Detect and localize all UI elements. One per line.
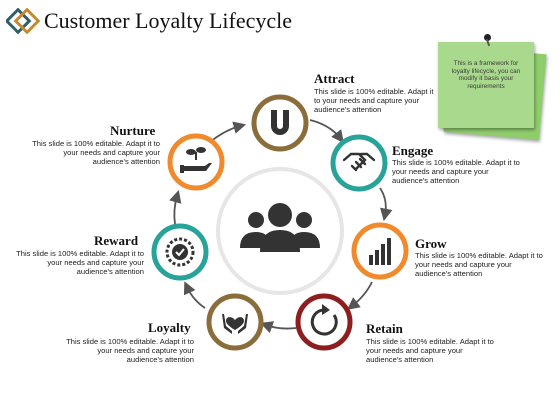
arrow-grow-retain <box>347 281 373 310</box>
stage-node-attract <box>251 94 309 152</box>
stage-node-grow <box>351 222 409 280</box>
stage-label-grow: Grow <box>415 236 447 251</box>
stage-node-nurture <box>167 133 225 191</box>
sticky-note <box>438 42 534 128</box>
pushpin-icon <box>484 34 491 41</box>
handshake-icon <box>342 152 376 172</box>
refresh-icon <box>310 308 338 336</box>
stage-node-engage <box>330 134 388 192</box>
arrow-retain-loyalty <box>260 321 297 334</box>
stage-desc-reward: This slide is 100% editable. Adapt it to… <box>16 249 144 277</box>
badge-check-icon <box>165 237 195 267</box>
stage-desc-retain: This slide is 100% editable. Adapt it to… <box>366 337 494 365</box>
stage-label-retain: Retain <box>366 321 403 336</box>
inner-ring <box>216 167 344 295</box>
u-magnet-icon <box>271 110 289 135</box>
stage-node-reward <box>151 223 209 281</box>
stage-node-retain <box>295 293 353 351</box>
bar-chart-icon <box>369 238 391 265</box>
stage-desc-grow: This slide is 100% editable. Adapt it to… <box>415 251 543 279</box>
arrow-engage-grow <box>379 187 393 222</box>
customers-group-icon <box>240 203 320 252</box>
stage-desc-loyalty: This slide is 100% editable. Adapt it to… <box>66 337 194 365</box>
logo-diamonds-icon <box>6 8 40 35</box>
arrow-reward-nurture <box>169 189 182 225</box>
page-title: Customer Loyalty Lifecycle <box>44 8 293 33</box>
arrow-attract-engage <box>309 119 344 143</box>
hands-heart-icon <box>222 314 248 334</box>
arrow-nurture-attract <box>209 121 247 143</box>
stage-label-attract: Attract <box>314 71 355 86</box>
stage-desc-attract: This slide is 100% editable. Adapt it to… <box>314 87 434 115</box>
sticky-note-text: This is a framework for loyalty lifecycl… <box>451 60 521 90</box>
stage-label-nurture: Nurture <box>110 123 156 138</box>
stage-desc-nurture: This slide is 100% editable. Adapt it to… <box>32 139 160 167</box>
stage-node-loyalty <box>206 293 264 351</box>
stage-label-loyalty: Loyalty <box>148 320 191 335</box>
stage-desc-engage: This slide is 100% editable. Adapt it to… <box>392 158 520 186</box>
stage-label-engage: Engage <box>392 143 434 158</box>
hand-plant-icon <box>180 147 212 173</box>
arrow-loyalty-reward <box>183 281 206 309</box>
stage-label-reward: Reward <box>94 233 139 248</box>
